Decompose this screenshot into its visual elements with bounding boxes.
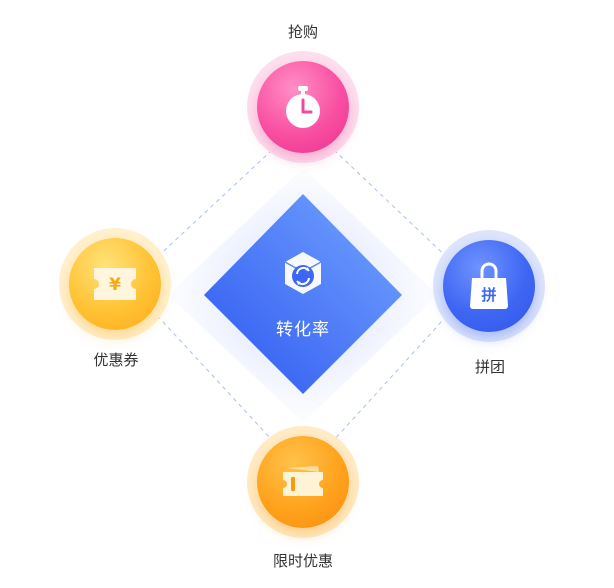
yen-ticket-icon: ¥ (94, 268, 136, 300)
connector-top-right (333, 149, 453, 263)
stopwatch-icon (286, 86, 320, 128)
node-top-button[interactable] (257, 61, 349, 153)
shopping-bag-icon: 拼 (470, 262, 508, 309)
svg-text:¥: ¥ (109, 275, 121, 295)
connector-right-bottom (333, 309, 453, 441)
center-label: 转化率 (276, 320, 330, 340)
connector-lines (151, 149, 453, 441)
node-bottom-button[interactable] (257, 436, 349, 528)
node-right-label: 拼团 (474, 358, 506, 376)
node-top-label: 抢购 (287, 23, 319, 41)
shopping-bag-icon-text: 拼 (481, 286, 496, 304)
node-left-label: 优惠券 (93, 351, 139, 369)
connector-left-bottom (151, 309, 273, 441)
node-bottom-label: 限时优惠 (272, 552, 334, 570)
node-left-button[interactable]: ¥ (69, 238, 161, 330)
node-right-button[interactable]: 拼 (443, 240, 535, 332)
connector-top-left (151, 149, 273, 263)
ticket-icon (283, 466, 323, 496)
refresh-box-icon (284, 252, 322, 294)
